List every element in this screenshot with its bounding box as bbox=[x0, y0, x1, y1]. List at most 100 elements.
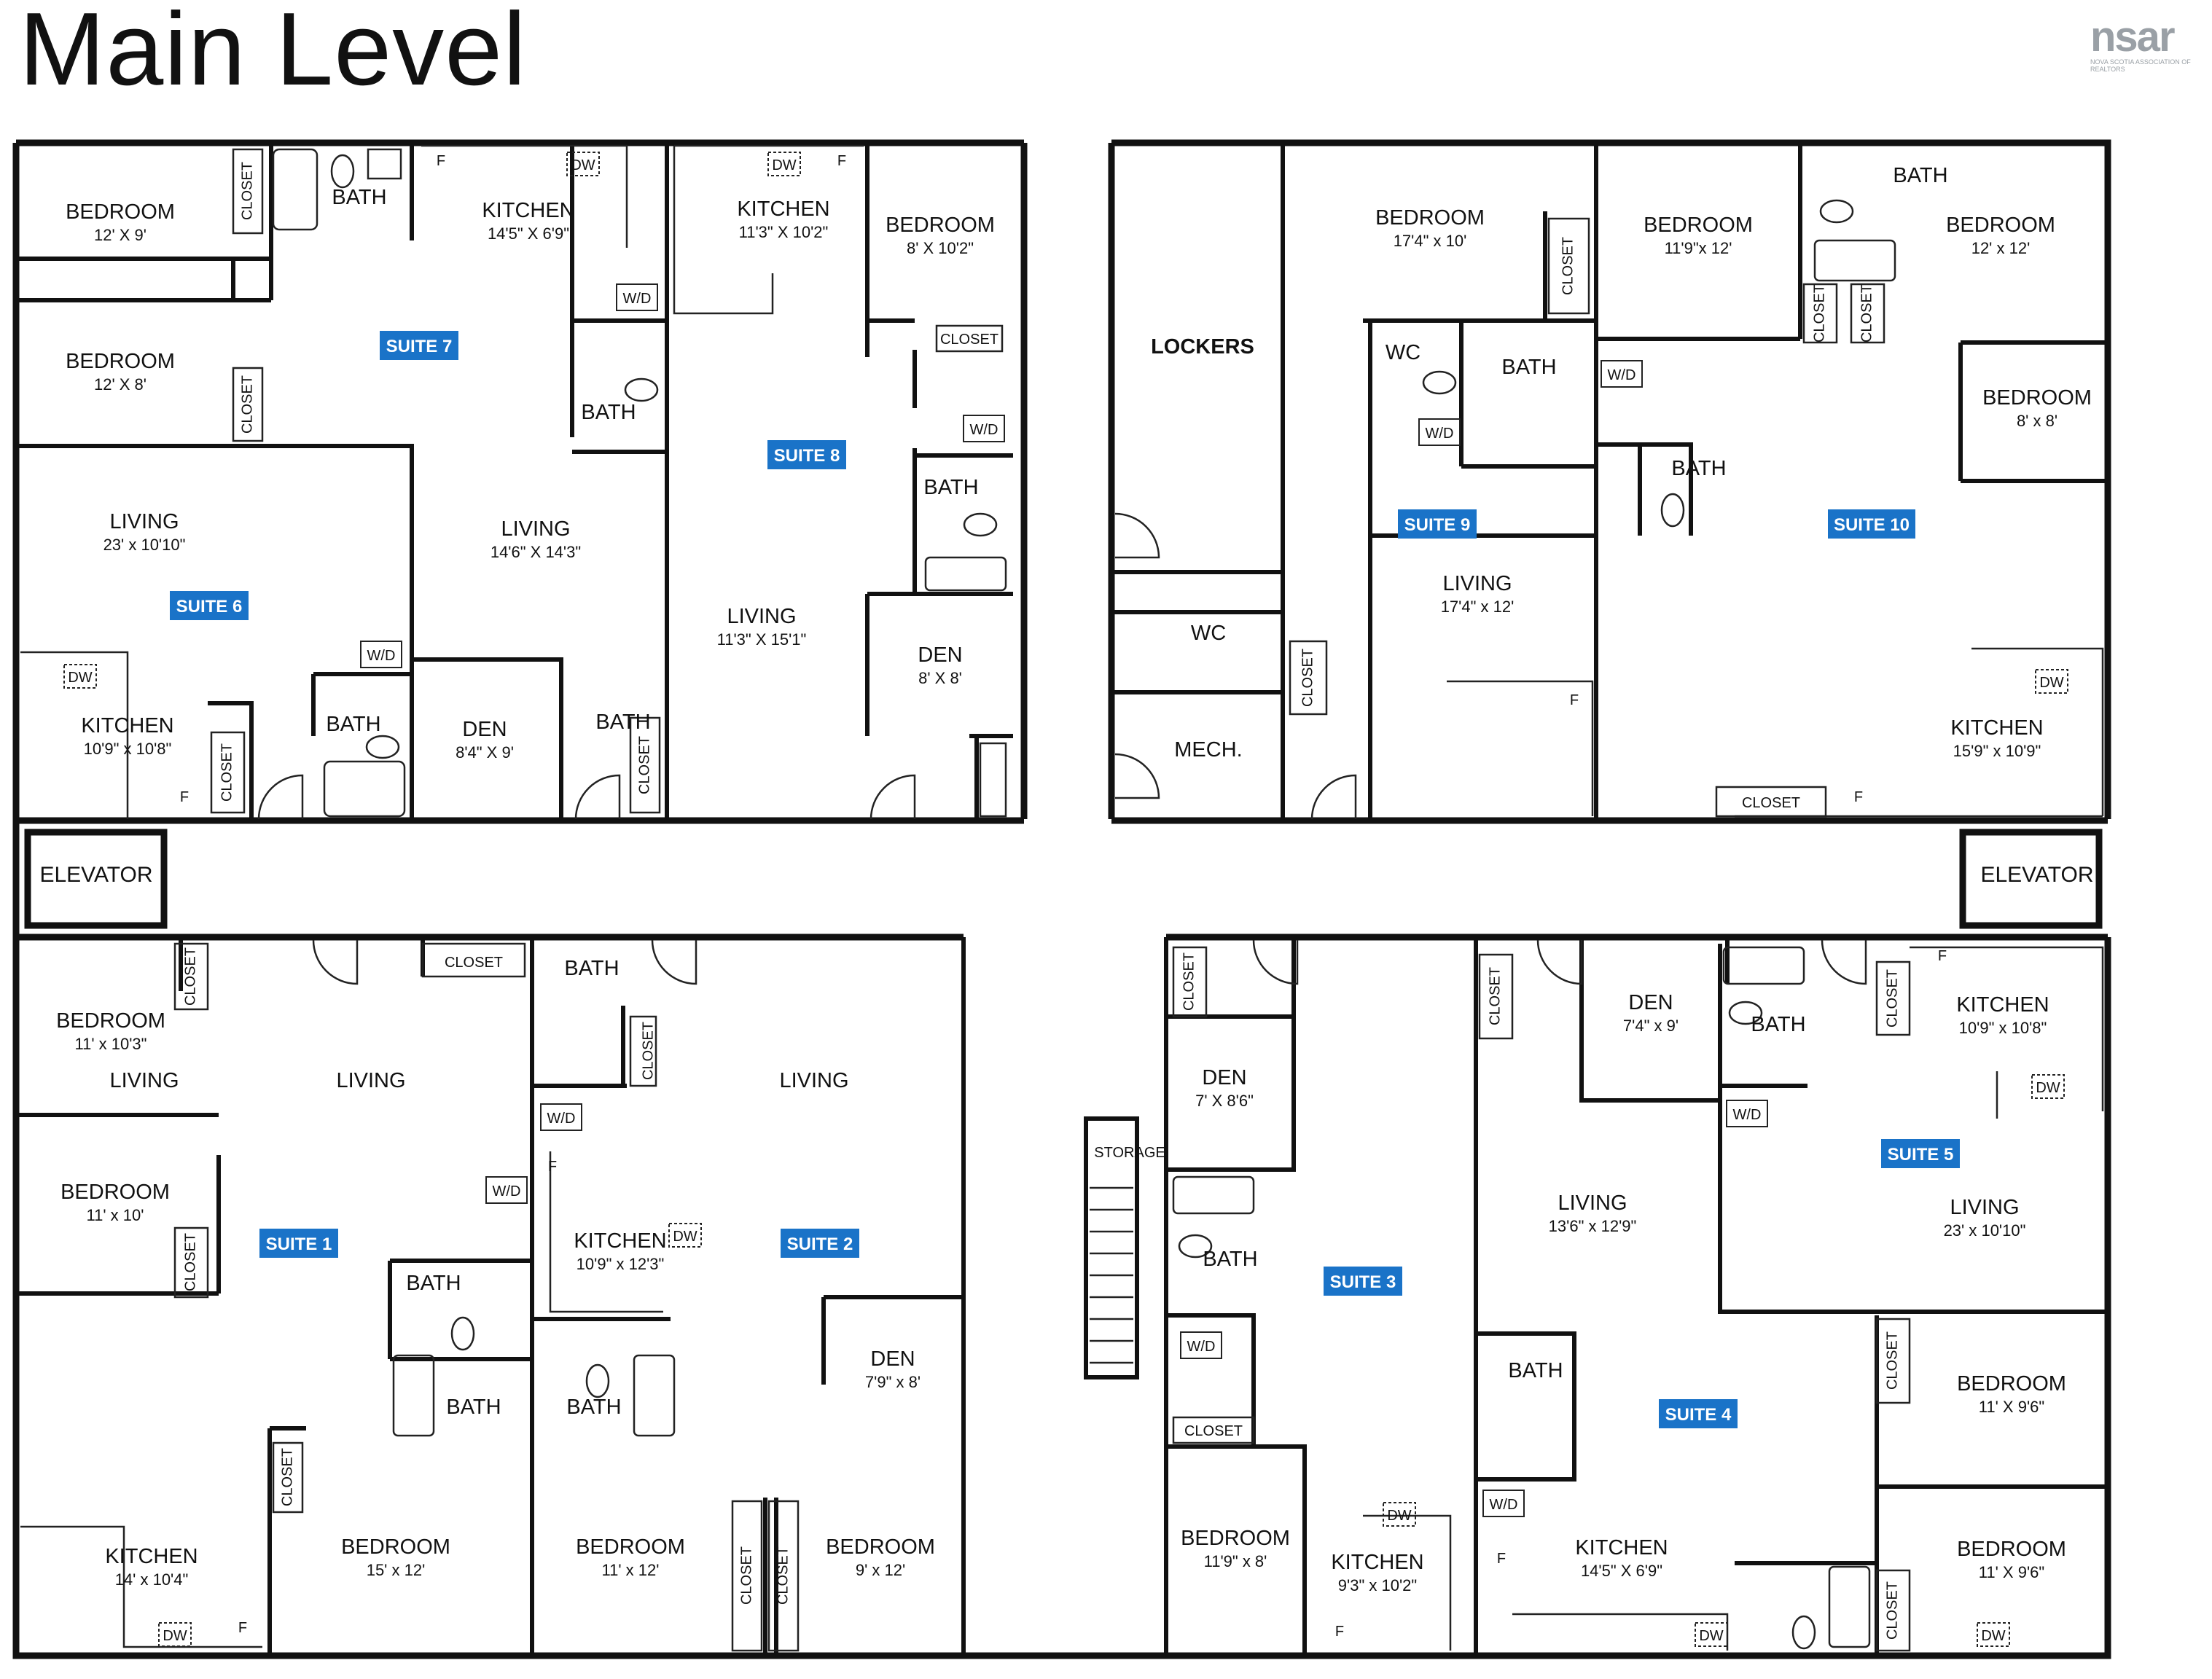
logo-tagline: NOVA SCOTIA ASSOCIATION OF REALTORS bbox=[2090, 58, 2191, 73]
dishwasher-label: DW bbox=[163, 1628, 187, 1644]
closet-label: CLOSET bbox=[636, 736, 652, 794]
room-dimension: 11' X 9'6" bbox=[1979, 1398, 2044, 1416]
suite-label: SUITE 4 bbox=[1665, 1405, 1732, 1425]
fridge-label: F bbox=[1938, 948, 1947, 964]
bathtub bbox=[323, 760, 406, 818]
room-name: BEDROOM bbox=[576, 1535, 685, 1559]
dishwasher bbox=[767, 152, 801, 176]
dishwasher-label: DW bbox=[1387, 1508, 1411, 1524]
dishwasher bbox=[2035, 669, 2068, 694]
room-label: ELEVATOR bbox=[1980, 863, 2093, 887]
room-name: KITCHEN bbox=[1575, 1536, 1668, 1559]
room-name: LIVING bbox=[1558, 1191, 1627, 1215]
suite-badge bbox=[1324, 1267, 1402, 1296]
dishwasher bbox=[2031, 1074, 2065, 1099]
washer-dryer-label: W/D bbox=[1608, 367, 1636, 383]
closet bbox=[1547, 217, 1590, 315]
room-label: BATH bbox=[1893, 164, 1947, 187]
room-name: LIVING bbox=[727, 605, 796, 628]
dishwasher-label: DW bbox=[1699, 1628, 1723, 1644]
suite-badge bbox=[259, 1229, 338, 1258]
room-dimension: 7' X 8'6" bbox=[1195, 1092, 1254, 1110]
suite-badge bbox=[380, 331, 458, 360]
room-dimension: 23' x 10'10" bbox=[1944, 1221, 2026, 1240]
closet-label: CLOSET bbox=[1742, 795, 1800, 811]
room-name: BEDROOM bbox=[1982, 386, 2092, 410]
stairs bbox=[1090, 1186, 1133, 1364]
washer-dryer bbox=[616, 283, 658, 311]
closet-label: CLOSET bbox=[219, 743, 235, 802]
closet-label: CLOSET bbox=[1560, 237, 1576, 295]
closet bbox=[1802, 283, 1838, 344]
room-dimension: 11'9" x 8' bbox=[1204, 1552, 1267, 1570]
room-dimension: 14' x 10'4" bbox=[115, 1570, 189, 1589]
room-name: LIVING bbox=[1442, 572, 1512, 595]
room-label: BATH bbox=[595, 711, 650, 734]
room-name: LIVING bbox=[1950, 1196, 2019, 1219]
room-dimension: 10'9" x 12'3" bbox=[577, 1255, 665, 1273]
bathtub bbox=[924, 556, 1007, 592]
toilet bbox=[365, 735, 400, 759]
room-dimension: 14'5" X 6'9" bbox=[488, 224, 569, 243]
room-dimension: 12' X 9' bbox=[94, 226, 146, 244]
fridge-label: F bbox=[1335, 1624, 1344, 1640]
toilet bbox=[963, 512, 998, 537]
bathtub bbox=[392, 1354, 435, 1437]
dishwasher-label: DW bbox=[673, 1229, 697, 1245]
room-label: BATH bbox=[446, 1396, 501, 1419]
washer-dryer bbox=[1180, 1331, 1222, 1359]
room-label: BATH bbox=[581, 401, 636, 424]
suite-badge bbox=[1828, 509, 1915, 539]
suite-label: SUITE 10 bbox=[1834, 515, 1910, 535]
dishwasher-label: DW bbox=[1981, 1628, 2005, 1644]
room-label: LOCKERS bbox=[1151, 335, 1254, 359]
closet bbox=[629, 716, 661, 814]
room-name: BEDROOM bbox=[1957, 1372, 2066, 1396]
fridge-label: F bbox=[1497, 1551, 1506, 1567]
room-dimension: 11' x 10'3" bbox=[75, 1035, 147, 1053]
dishwasher-label: DW bbox=[571, 157, 595, 173]
room-label: ELEVATOR bbox=[39, 863, 152, 887]
toilet bbox=[624, 377, 659, 402]
room-dimension: 11'9"x 12' bbox=[1665, 239, 1732, 257]
suite-label: SUITE 3 bbox=[1330, 1272, 1396, 1292]
room-name: DEN bbox=[918, 643, 962, 667]
doors bbox=[257, 512, 1867, 985]
dishwasher bbox=[1383, 1502, 1416, 1527]
closet bbox=[979, 742, 1007, 818]
room-name: DEN bbox=[462, 718, 507, 741]
room-name: BEDROOM bbox=[66, 350, 175, 373]
room-name: BEDROOM bbox=[66, 200, 175, 224]
closet-label: CLOSET bbox=[1184, 1423, 1243, 1439]
room-label: BATH bbox=[406, 1272, 461, 1295]
room-label: BATH bbox=[564, 957, 619, 980]
room-dimension: 11' x 10' bbox=[87, 1206, 144, 1224]
closet-label: CLOSET bbox=[1300, 649, 1316, 707]
toilet bbox=[1178, 1234, 1213, 1259]
toilet bbox=[1728, 1001, 1763, 1025]
toilet bbox=[1660, 493, 1685, 528]
suite-badge bbox=[767, 440, 846, 469]
room-dimension: 13'6" x 12'9" bbox=[1549, 1217, 1637, 1235]
room-name: BEDROOM bbox=[1181, 1527, 1290, 1550]
bottom-right-walls bbox=[1084, 937, 2108, 1656]
closet bbox=[232, 367, 264, 442]
room-label: WC bbox=[1386, 341, 1420, 364]
fridge-label: F bbox=[1854, 789, 1863, 805]
dishwasher-label: DW bbox=[2036, 1080, 2060, 1096]
washer-dryer-label: W/D bbox=[1490, 1497, 1518, 1513]
bathtub bbox=[633, 1354, 676, 1437]
closet bbox=[629, 1015, 657, 1087]
room-name: BEDROOM bbox=[56, 1009, 165, 1033]
washer-dryer-label: W/D bbox=[623, 291, 652, 307]
fridge-label: F bbox=[238, 1620, 247, 1636]
washer-dryer bbox=[485, 1176, 528, 1204]
closet-label: CLOSET bbox=[1811, 284, 1827, 343]
closet-label: CLOSET bbox=[445, 955, 503, 971]
nsar-logo: nsar NOVA SCOTIA ASSOCIATION OF REALTORS bbox=[2090, 16, 2207, 74]
suite-badge bbox=[170, 591, 249, 620]
closet bbox=[210, 731, 246, 814]
room-label: BATH bbox=[1508, 1359, 1563, 1382]
closet-label: CLOSET bbox=[239, 375, 255, 434]
